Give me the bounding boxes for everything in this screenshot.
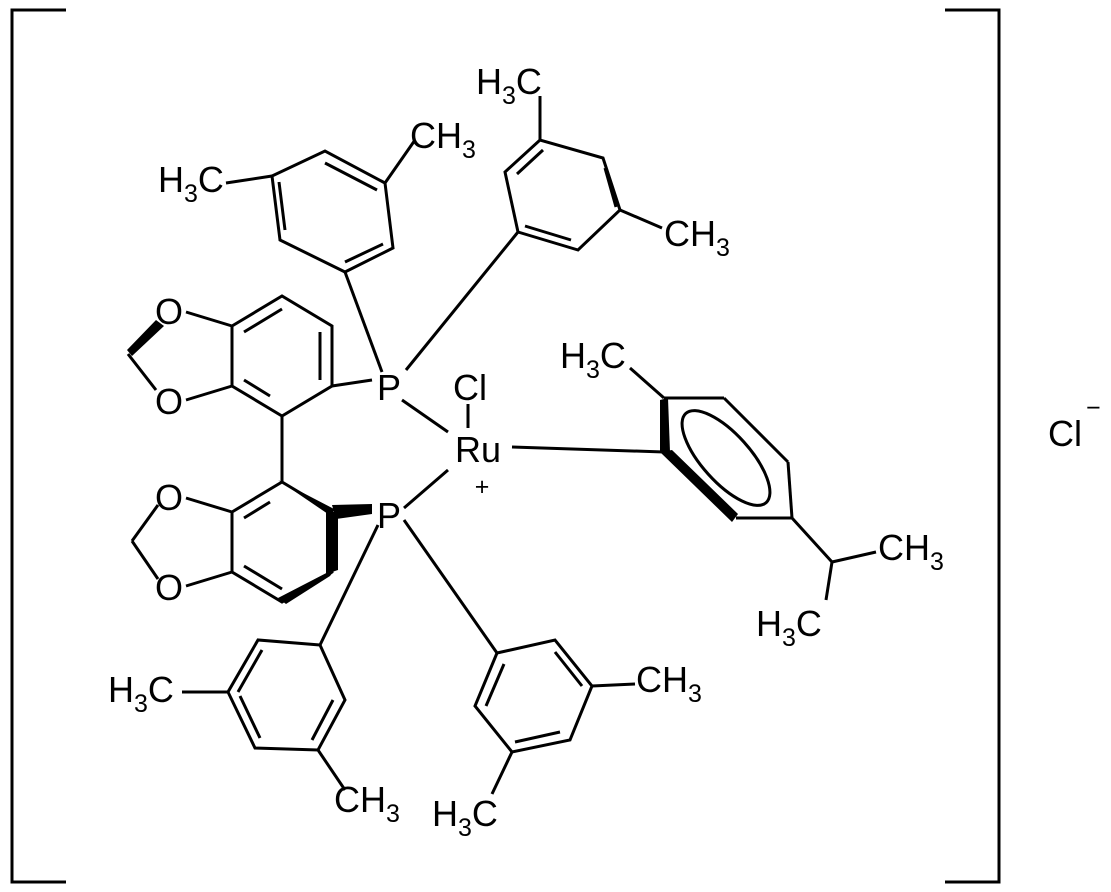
svg-text:CH3: CH3 [636,659,702,708]
methyl-group: H3C [158,159,224,208]
phosphorus-label: P [377,495,401,536]
methyl-group: H3C [108,669,174,718]
counterion-charge-label: − [1086,394,1101,422]
methyl-group: CH3 [664,213,730,262]
cation-charge-label: + [475,473,490,501]
lower-right-xylyl-ring [402,519,636,795]
oxygen-label: O [155,291,183,332]
upper-left-xylyl-ring [225,139,417,373]
lower-p-ru-bond [403,468,449,510]
upper-right-xylyl-ring [404,96,663,371]
right-bracket [945,8,1001,884]
methyl-group: CH3 [334,779,400,828]
svg-text:H3C: H3C [432,793,498,842]
lower-p-backbone-wedge [332,504,372,519]
methyl-group: H3C [756,603,822,652]
methyl-group: CH3 [636,659,702,708]
methyl-group: H3C [560,335,626,384]
lower-left-xylyl-ring [182,524,380,791]
svg-text:H3C: H3C [560,335,626,384]
svg-text:CH3: CH3 [410,115,476,164]
svg-text:H3C: H3C [756,603,822,652]
atom-labels: O O O O P P Cl Ru + Cl − H3C CH3 H3C CH3… [108,61,1101,842]
oxygen-label: O [155,381,183,422]
chlorine-ligand-label: Cl [453,367,487,408]
lower-benzodioxole-ring [130,480,338,604]
svg-text:H3C: H3C [108,669,174,718]
oxygen-label: O [155,477,183,518]
svg-text:CH3: CH3 [334,779,400,828]
p-cymene-ring [629,366,877,601]
svg-text:CH3: CH3 [878,527,944,576]
oxygen-label: O [155,567,183,608]
phosphorus-label: P [377,367,401,408]
svg-text:H3C: H3C [158,159,224,208]
svg-text:CH3: CH3 [664,213,730,262]
methyl-group: CH3 [410,115,476,164]
left-bracket [10,8,66,884]
svg-text:H3C: H3C [476,61,542,110]
methyl-group: H3C [432,793,498,842]
ruthenium-label: Ru [455,429,501,470]
counterion-label: Cl [1048,413,1082,454]
ru-arene-bond [511,445,665,454]
methyl-group: H3C [476,61,542,110]
methyl-group: CH3 [878,527,944,576]
upper-p-backbone-bond [331,378,373,388]
upper-p-ru-bond [401,398,449,434]
